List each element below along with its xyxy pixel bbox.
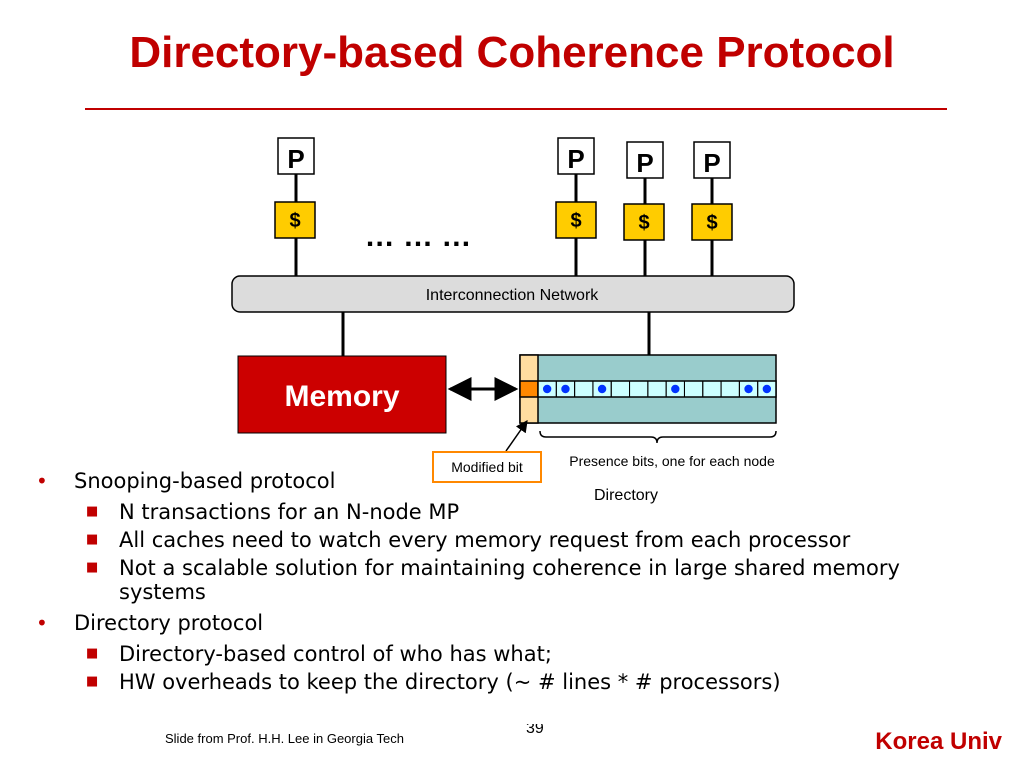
sub-bullet-item: ■ Directory-based control of who has what… — [36, 642, 936, 666]
footer-credit: Slide from Prof. H.H. Lee in Georgia Tec… — [165, 731, 404, 746]
sub-bullet-text: Not a scalable solution for maintaining … — [119, 556, 900, 604]
processor-label: P — [636, 148, 653, 178]
processor-node-3: P — [626, 141, 664, 179]
cache-node-3: $ — [623, 203, 665, 241]
directory-block — [519, 354, 777, 424]
bullet-marker: • — [36, 611, 48, 635]
presence-bit-dot — [671, 384, 680, 394]
sub-bullet-text: HW overheads to keep the directory (~ # … — [119, 670, 781, 694]
bullet-text: Snooping-based protocol — [74, 469, 336, 493]
sub-bullet-item: ■ HW overheads to keep the directory (~ #… — [36, 670, 936, 694]
presence-bit-dot — [762, 384, 772, 394]
cache-label: $ — [638, 212, 649, 234]
modified-bit-callout: Modified bit — [432, 451, 542, 483]
bullet-item: • Snooping-based protocol — [36, 466, 936, 496]
slide-title: Directory-based Coherence Protocol — [129, 28, 895, 77]
processor-label: P — [567, 144, 584, 174]
modified-bit-label: Modified bit — [451, 459, 523, 475]
presence-bits-label: Presence bits, one for each node — [569, 453, 775, 469]
presence-row — [537, 380, 777, 398]
bullet-text: Directory protocol — [74, 611, 264, 635]
sub-bullet-item: ■ N transactions for an N-node MP — [36, 500, 936, 524]
square-bullet-marker: ■ — [86, 646, 99, 661]
presence-bit-dot — [561, 384, 570, 394]
bullet-marker: • — [36, 469, 48, 493]
cache-node-1: $ — [274, 201, 316, 239]
sub-bullet-item: ■ All caches need to watch every memory r… — [36, 528, 936, 552]
sub-bullet-item: ■ Not a scalable solution for maintaining… — [36, 556, 936, 604]
presence-bit-cell — [757, 380, 777, 398]
square-bullet-marker: ■ — [86, 532, 99, 547]
node-wires — [294, 174, 714, 356]
title-underline — [85, 108, 947, 110]
node-ellipsis: … … … — [365, 220, 472, 253]
directory-label: Directory — [594, 487, 658, 504]
sub-bullet-text: Directory-based control of who has what; — [119, 642, 552, 666]
cache-label: $ — [570, 210, 581, 232]
cache-node-2: $ — [555, 201, 597, 239]
presence-bit-dot — [744, 384, 753, 394]
presence-bits — [537, 380, 777, 398]
modified-bit-pointer — [505, 420, 528, 452]
processor-node-2: P — [557, 137, 595, 175]
bullet-item: • Directory protocol — [36, 608, 936, 638]
sub-bullet-text: N transactions for an N-node MP — [119, 500, 460, 524]
processor-node-1: P — [277, 137, 315, 175]
network-label: Interconnection Network — [426, 287, 600, 304]
presence-bit-dot — [597, 384, 607, 394]
square-bullet-marker: ■ — [86, 504, 99, 519]
memory-label: Memory — [284, 380, 399, 413]
presence-bits-brace — [539, 430, 777, 444]
square-bullet-marker: ■ — [86, 674, 99, 689]
bullet-list: • Snooping-based protocol ■ N transactions… — [36, 464, 936, 698]
square-bullet-marker: ■ — [86, 560, 99, 575]
cache-label: $ — [706, 212, 717, 234]
sub-bullet-text: All caches need to watch every memory re… — [119, 528, 851, 552]
presence-bit-dot — [542, 384, 552, 394]
brand-text: Korea Univ — [875, 728, 1002, 755]
cache-label: $ — [289, 210, 300, 232]
processor-label: P — [287, 144, 304, 174]
processor-label: P — [703, 148, 720, 178]
modified-bit-cell — [519, 380, 539, 398]
interconnection-network: Interconnection Network — [231, 275, 795, 313]
memory-block: Memory — [237, 355, 447, 434]
cache-node-4: $ — [691, 203, 733, 241]
page-number: 39 — [526, 724, 544, 737]
processor-node-4: P — [693, 141, 731, 179]
